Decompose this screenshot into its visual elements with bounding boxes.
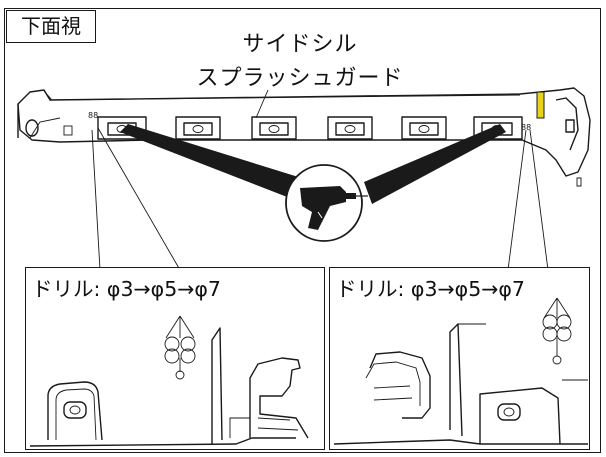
drill-instruction-left: ドリル: φ3→φ5→φ7 — [32, 277, 221, 301]
part-name-line1: サイドシル — [242, 32, 358, 57]
right-detail-illustration — [333, 297, 588, 445]
drill-detail-panel-right: ドリル: φ3→φ5→φ7 — [329, 267, 590, 450]
part-name-line2: スプラッシュガード — [196, 66, 404, 91]
power-drill-icon — [285, 164, 368, 242]
drill-instruction-right: ドリル: φ3→φ5→φ7 — [336, 277, 525, 301]
svg-text:88: 88 — [88, 111, 98, 120]
figure-frame — [4, 8, 601, 453]
top-strip — [0, 0, 606, 8]
left-detail-illustration — [29, 315, 309, 447]
svg-text:88: 88 — [521, 123, 531, 132]
drill-detail-panel-left: ドリル: φ3→φ5→φ7 — [25, 267, 325, 450]
drill-hole-sequence-icon — [542, 297, 572, 365]
view-label: 下面視 — [6, 10, 96, 43]
drill-hole-sequence-icon — [164, 315, 196, 380]
